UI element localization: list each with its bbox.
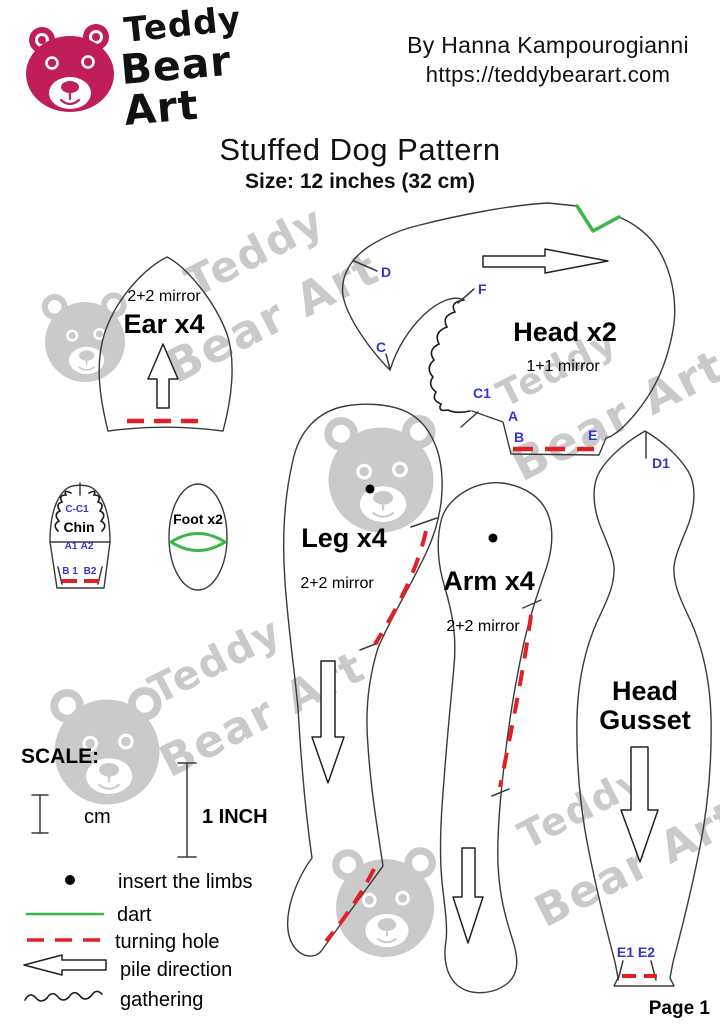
brand-line2: Bear Art — [118, 36, 234, 135]
arm-limb-insert-dot — [488, 533, 498, 543]
legend-gathering-line — [24, 990, 103, 1002]
head-notch-f — [457, 288, 475, 304]
leg-notch-mid — [359, 642, 379, 651]
brand-wordmark: Teddy Bear Art — [119, 0, 326, 135]
legend-label-dart: dart — [117, 904, 152, 926]
chin-outline — [49, 484, 111, 589]
arm-title: Arm x4 — [443, 566, 535, 596]
chin-label-a1: A1 — [65, 541, 78, 552]
chin-notch-b1 — [57, 566, 63, 585]
head-pile-direction-arrow — [482, 248, 609, 274]
head-notch-d — [353, 260, 378, 272]
website-link[interactable]: https://teddybearart.com — [425, 62, 671, 87]
arm-notch-bottom — [491, 788, 510, 797]
head-label-c1: C1 — [473, 385, 491, 401]
chin-label-a2: A2 — [81, 541, 94, 552]
head-gusset-notch-e1 — [617, 960, 624, 981]
chin-title: Chin — [63, 519, 94, 535]
head-gusset-title-line2: Gusset — [599, 705, 691, 735]
head-dart-line — [575, 204, 621, 233]
head-gathering-line — [428, 299, 471, 414]
piece-arm: Arm x4 2+2 mirror — [437, 482, 553, 994]
piece-head: D F C C1 A B E Head x2 1+1 mirror — [341, 202, 676, 456]
leg-outline — [283, 403, 443, 957]
leg-notch-top — [410, 517, 438, 528]
piece-leg: Leg x4 2+2 mirror — [283, 403, 443, 957]
ear-outline — [98, 256, 233, 432]
head-mirror-note: 1+1 mirror — [526, 358, 600, 375]
head-label-b: B — [514, 429, 524, 445]
ear-mirror-note: 2+2 mirror — [127, 288, 201, 305]
foot-outline — [168, 483, 228, 591]
arm-outline — [437, 482, 553, 994]
head-label-c: C — [376, 339, 386, 355]
legend-insert-dot — [65, 875, 75, 885]
head-gusset-label-e1e2: E1 E2 — [617, 944, 655, 960]
leg-mirror-note: 2+2 mirror — [300, 575, 374, 592]
scale-inch-label: 1 INCH — [202, 806, 268, 828]
head-notch-c — [385, 353, 391, 370]
scale-cm-bar — [31, 794, 49, 834]
arm-pile-direction-arrow — [452, 847, 484, 944]
head-title: Head x2 — [513, 317, 617, 347]
chin-gathering-left — [54, 490, 72, 532]
head-notch-c1 — [460, 411, 479, 428]
leg-foot-turning-hole — [324, 868, 376, 943]
piece-foot: Foot x2 — [168, 483, 228, 591]
leg-pile-direction-arrow — [311, 660, 345, 784]
scale-inch-bar — [177, 762, 197, 858]
head-gusset-outline — [576, 430, 712, 987]
author-byline: By Hanna Kampourogianni — [407, 32, 689, 58]
piece-head-gusset: D1 E1 E2 Head Gusset — [576, 430, 712, 987]
chin-label-b1: B 1 — [62, 566, 78, 577]
legend-label-insert: insert the limbs — [118, 871, 253, 893]
head-gusset-pile-direction-arrow — [620, 746, 659, 863]
chin-label-cc1: C-C1 — [65, 504, 89, 515]
chin-label-b2: B2 — [84, 566, 97, 577]
ear-title: Ear x4 — [123, 309, 204, 339]
head-label-d: D — [381, 264, 391, 280]
brand-logo — [26, 24, 114, 112]
arm-turning-hole — [498, 614, 533, 788]
head-snout-inner-curve — [389, 297, 465, 371]
legend: insert the limbs dart turning hole pile … — [23, 871, 253, 1011]
chin-gathering-right — [88, 490, 106, 532]
legend-label-turning-hole: turning hole — [115, 931, 220, 953]
scale-section: SCALE: cm 1 INCH — [21, 745, 268, 858]
head-label-a: A — [508, 408, 518, 424]
legend-label-pile-direction: pile direction — [120, 959, 232, 981]
leg-turning-hole — [373, 530, 428, 646]
scale-cm-label: cm — [84, 806, 111, 828]
head-gusset-title-line1: Head — [612, 676, 678, 706]
scale-heading: SCALE: — [21, 745, 99, 768]
piece-chin: C-C1 Chin A1 A2 B 1 B2 — [49, 482, 111, 589]
page-title: Stuffed Dog Pattern — [219, 132, 501, 167]
arm-notch-top — [522, 599, 542, 609]
page-subtitle: Size: 12 inches (32 cm) — [245, 170, 475, 193]
legend-pile-direction-arrow — [23, 954, 107, 976]
arm-mirror-note: 2+2 mirror — [446, 618, 520, 635]
foot-title: Foot x2 — [173, 511, 223, 527]
head-label-f: F — [478, 281, 487, 297]
piece-ear: 2+2 mirror Ear x4 — [98, 256, 233, 432]
head-label-e: E — [588, 427, 597, 443]
foot-dart-line — [169, 532, 227, 552]
page-number: Page 1 — [649, 998, 711, 1019]
leg-limb-insert-dot — [365, 484, 375, 494]
head-gusset-label-d1: D1 — [652, 455, 670, 471]
ear-pile-direction-arrow — [147, 343, 179, 409]
leg-title: Leg x4 — [301, 523, 387, 553]
legend-label-gathering: gathering — [120, 989, 203, 1011]
